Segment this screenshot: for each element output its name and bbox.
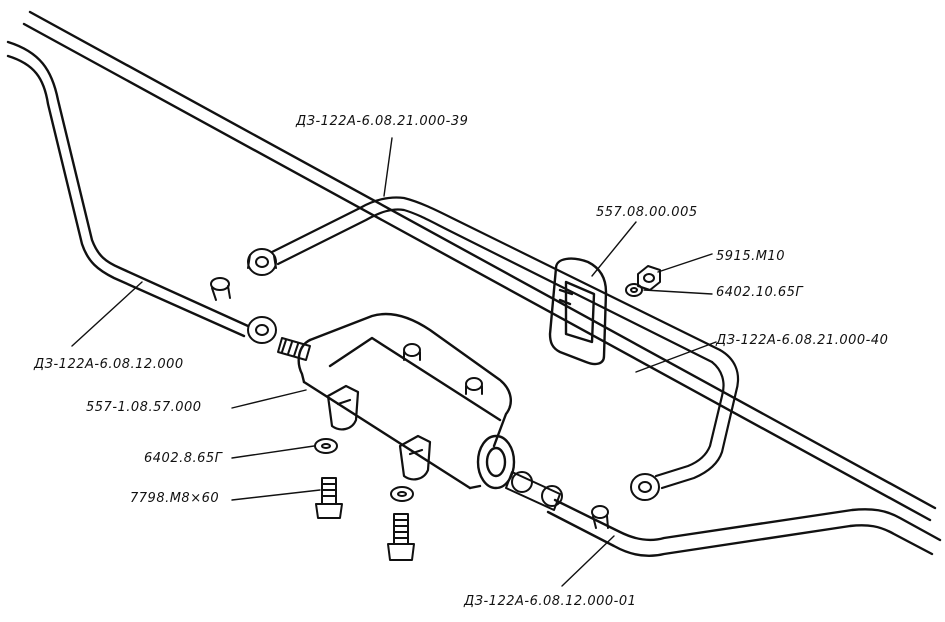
label-distributor: 557-1.08.57.000 (86, 400, 202, 415)
plug-fitting-right (591, 505, 609, 529)
washer-8-a (314, 438, 338, 454)
right-bent-pipe (546, 498, 942, 558)
left-bent-pipe (6, 40, 250, 338)
label-nut-m10: 5915.М10 (716, 249, 785, 264)
mounting-lug-1 (326, 384, 360, 431)
leader-pipe-40 (635, 341, 717, 373)
leader-nut-m10 (657, 253, 713, 273)
label-washer-8: 6402.8.65Г (144, 451, 223, 466)
leader-distributor (231, 389, 307, 409)
leader-washer-10 (643, 289, 713, 295)
bolt-m8-a (315, 477, 343, 519)
leader-pipe-right-01 (561, 535, 615, 587)
distributor-threaded-end-left (277, 337, 311, 361)
distributor-fitting-top-2 (465, 377, 483, 395)
pipe-clamp (548, 257, 608, 366)
label-pipe-left: ДЗ-122А-6.08.12.000 (34, 357, 184, 372)
distributor-threaded-end-right (505, 471, 563, 511)
mounting-lug-2 (398, 434, 432, 481)
washer-10 (625, 283, 643, 297)
leader-bolt-m8 (231, 489, 321, 501)
leader-washer-8 (231, 445, 315, 459)
label-pipe-40: ДЗ-122А-6.08.21.000-40 (716, 333, 889, 348)
distributor-body (297, 312, 516, 490)
distributor-fitting-top-1 (403, 343, 421, 361)
pipe-end-nut-right (630, 473, 660, 501)
leader-pipe-left (71, 281, 143, 347)
plug-fitting-left (210, 277, 231, 301)
leader-clamp (591, 221, 637, 277)
leader-lines (71, 137, 717, 587)
label-bolt-m8: 7798.М8×60 (130, 491, 220, 506)
right-return-pipe (654, 348, 740, 490)
long-straight-pipe (22, 10, 937, 522)
label-clamp: 557.08.00.005 (596, 205, 698, 220)
leader-pipe-39 (383, 137, 393, 197)
label-pipe-upper-39: ДЗ-122А-6.08.21.000-39 (296, 114, 469, 129)
bolt-m8-b (387, 513, 415, 561)
upper-bent-pipe (270, 196, 722, 364)
pipe-end-nut-left (247, 316, 277, 344)
nut-m10 (637, 265, 661, 291)
washer-8-b (390, 486, 414, 502)
pipe-end-nut-upper (247, 248, 277, 276)
label-pipe-right-01: ДЗ-122А-6.08.12.000-01 (464, 594, 637, 609)
label-washer-10: 6402.10.65Г (716, 285, 804, 300)
